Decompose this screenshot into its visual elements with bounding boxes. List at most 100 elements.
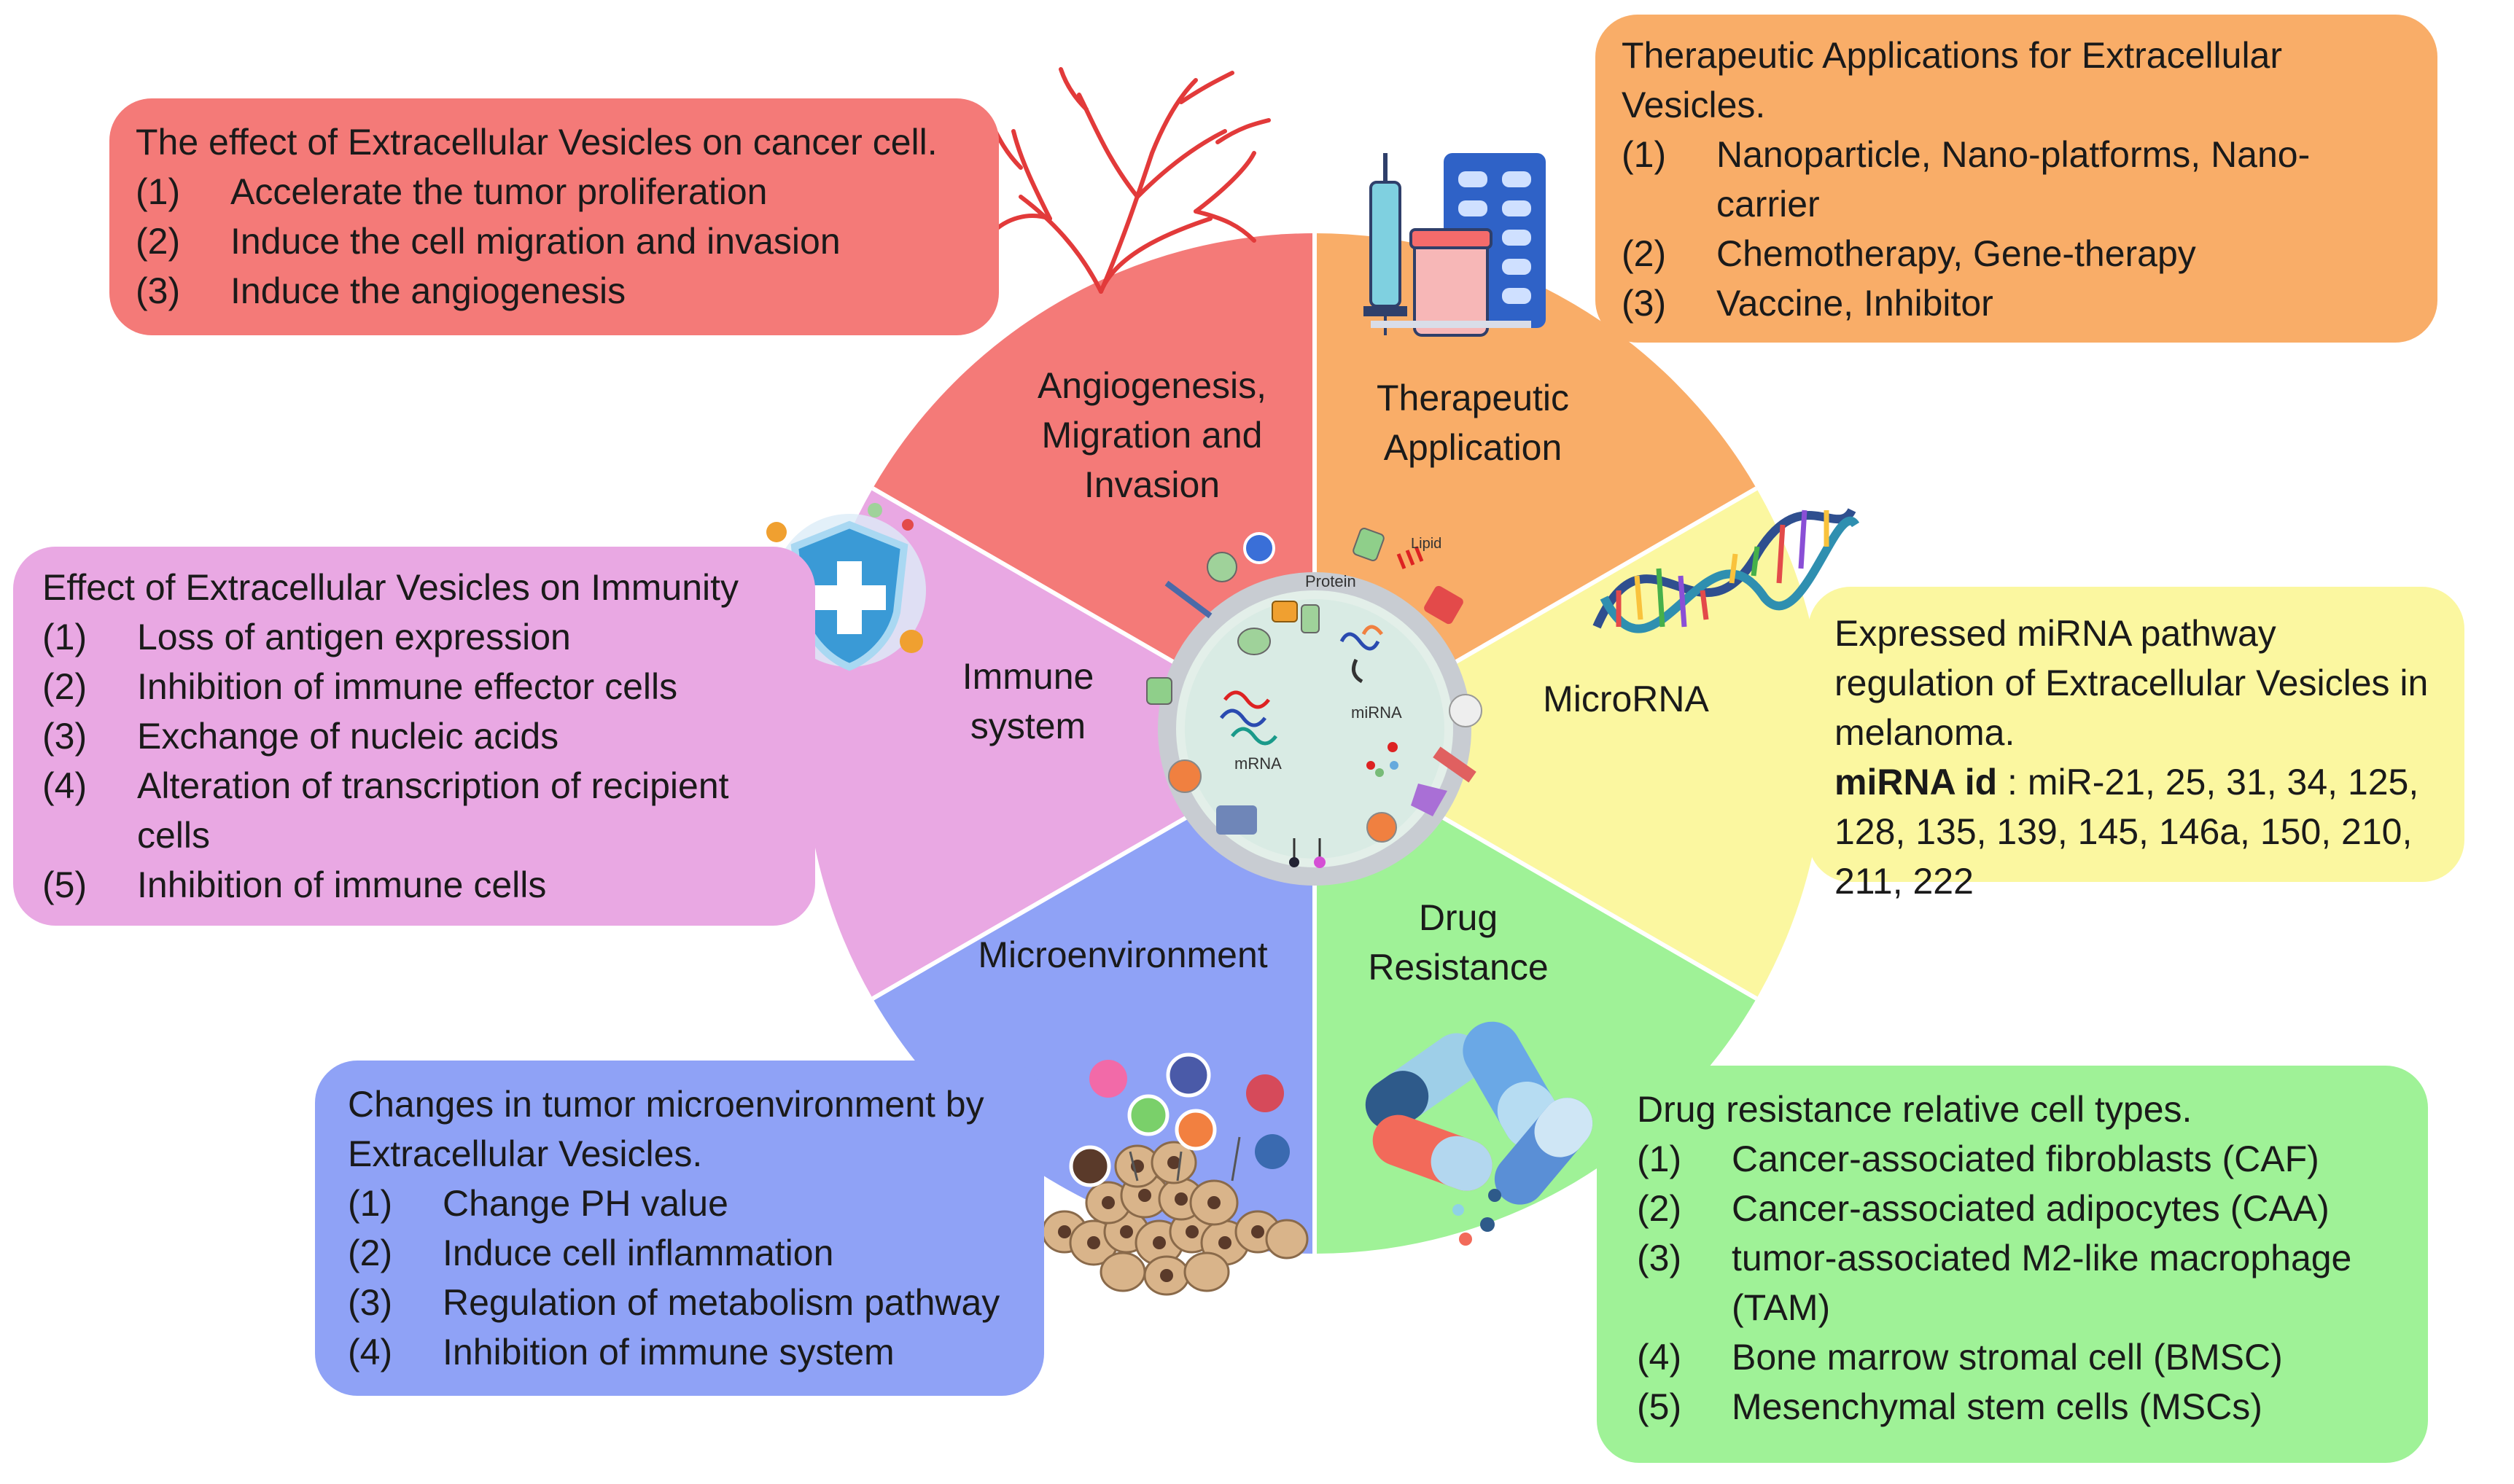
list-item: (1) Accelerate the tumor proliferation: [136, 167, 973, 216]
list-text: Accelerate the tumor proliferation: [230, 171, 768, 212]
list-text: tumor-associated M2-like macrophage (TAM…: [1732, 1238, 2352, 1328]
list-text: Cancer-associated fibroblasts (CAF): [1732, 1139, 2319, 1179]
mirna-id-label: miRNA id: [1834, 762, 1998, 802]
segment-label-microrna: MicroRNA: [1543, 679, 1709, 719]
list-number: (2): [136, 221, 181, 262]
list-text: Induce the cell migration and invasion: [230, 221, 841, 262]
list-item: (2) Chemotherapy, Gene-therapy: [1622, 229, 2411, 278]
microenvironment-list: (1) Change PH value (2) Induce cell inflam…: [348, 1179, 1018, 1377]
mirna-box: Expressed miRNA pathway regulation of Ex…: [1808, 587, 2464, 902]
list-item: (4) Alteration of transcription of recipi…: [42, 761, 789, 860]
list-item: (5) Mesenchymal stem cells (MSCs): [1637, 1382, 2402, 1432]
list-item: (1) Cancer-associated fibroblasts (CAF): [1637, 1134, 2402, 1184]
list-item: (2) Cancer-associated adipocytes (CAA): [1637, 1184, 2402, 1233]
cancer-effect-list: (1) Accelerate the tumor proliferation (2…: [136, 167, 973, 316]
list-item: (4) Inhibition of immune system: [348, 1327, 1018, 1377]
list-item: (4) Bone marrow stromal cell (BMSC): [1637, 1332, 2402, 1382]
list-number: (2): [1622, 233, 1667, 274]
segment-label-microenvironment: Microenvironment: [978, 934, 1268, 975]
segment-label-drug-resistance: Drug Resistance: [1368, 897, 1549, 988]
list-text: Inhibition of immune effector cells: [137, 666, 678, 707]
list-number: (3): [1622, 283, 1667, 324]
list-item: (1) Loss of antigen expression: [42, 612, 789, 662]
list-number: (3): [348, 1282, 393, 1323]
segment-label-therapeutic: Therapeutic Application: [1376, 378, 1570, 468]
list-text: Induce cell inflammation: [443, 1233, 834, 1273]
list-number: (4): [348, 1332, 393, 1372]
list-item: (2) Inhibition of immune effector cells: [42, 662, 789, 711]
immunity-box: Effect of Extracellular Vesicles on Immu…: [13, 547, 815, 926]
list-number: (2): [1637, 1188, 1682, 1229]
vesicle-protein-label: Protein: [1305, 572, 1356, 590]
list-number: (5): [1637, 1386, 1682, 1427]
list-item: (3) Exchange of nucleic acids: [42, 711, 789, 761]
list-text: Inhibition of immune system: [443, 1332, 895, 1372]
cancer-effect-box: The effect of Extracellular Vesicles on …: [109, 98, 999, 335]
mirna-title: Expressed miRNA pathway regulation of Ex…: [1834, 613, 2429, 753]
list-text: Cancer-associated adipocytes (CAA): [1732, 1188, 2330, 1229]
list-number: (1): [42, 617, 87, 657]
immunity-title: Effect of Extracellular Vesicles on Immu…: [42, 567, 739, 608]
list-number: (4): [42, 765, 87, 806]
vesicle-lipid-label: Lipid: [1411, 536, 1441, 552]
list-text: Bone marrow stromal cell (BMSC): [1732, 1337, 2283, 1378]
list-number: (2): [42, 666, 87, 707]
vesicle-mirna-label: miRNA: [1351, 703, 1402, 722]
list-item: (2) Induce the cell migration and invasio…: [136, 216, 973, 266]
medicine-icon: [1363, 153, 1546, 337]
list-item: (1) Change PH value: [348, 1179, 1018, 1228]
drug-resistance-box: Drug resistance relative cell types. (1)…: [1597, 1066, 2428, 1463]
segment-immune: [804, 488, 1315, 999]
microenvironment-box: Changes in tumor microenvironment by Ext…: [315, 1061, 1044, 1396]
list-number: (4): [1637, 1337, 1682, 1378]
list-text: Exchange of nucleic acids: [137, 716, 559, 757]
list-number: (1): [348, 1183, 393, 1224]
blood-vessel-icon: [989, 67, 1271, 294]
therapeutic-list: (1)Nanoparticle, Nano-platforms, Nano-ca…: [1622, 130, 2411, 328]
list-number: (2): [348, 1233, 393, 1273]
mirna-id-line: miRNA id : miR-21, 25, 31, 34, 125, 128,…: [1834, 757, 2438, 906]
list-number: (3): [1637, 1238, 1682, 1278]
list-number: (3): [42, 716, 87, 757]
dna-helix-icon: [1592, 507, 1860, 633]
drug-resistance-list: (1) Cancer-associated fibroblasts (CAF) (…: [1637, 1134, 2402, 1432]
vesicle-icon: [1146, 528, 1482, 886]
therapeutic-box: Therapeutic Applications for Extracellul…: [1595, 15, 2437, 343]
list-number: (1): [1622, 134, 1667, 175]
list-number: (1): [136, 171, 181, 212]
segment-microrna: [1315, 488, 1825, 999]
list-item: (3) Vaccine, Inhibitor: [1622, 278, 2411, 328]
list-item: (3) Regulation of metabolism pathway: [348, 1278, 1018, 1327]
list-text: Vaccine, Inhibitor: [1716, 283, 1993, 324]
therapeutic-title: Therapeutic Applications for Extracellul…: [1622, 35, 2283, 125]
list-text: Change PH value: [443, 1183, 728, 1224]
immunity-list: (1) Loss of antigen expression (2) Inhibit…: [42, 612, 789, 910]
list-text: Loss of antigen expression: [137, 617, 571, 657]
segment-therapeutic: [1315, 233, 1756, 743]
list-text: Alteration of transcription of recipient…: [137, 765, 729, 856]
list-number: (1): [1637, 1139, 1682, 1179]
segment-label-immune: Immune system: [962, 656, 1094, 746]
drug-resistance-title: Drug resistance relative cell types.: [1637, 1089, 2192, 1130]
segment-label-angiogenesis: Angiogenesis, Migration and Invasion: [1037, 365, 1267, 505]
list-text: Induce the angiogenesis: [230, 270, 626, 311]
list-item: (5) Inhibition of immune cells: [42, 860, 789, 910]
list-text: Inhibition of immune cells: [137, 864, 547, 905]
capsule-pills-icon: [1365, 1021, 1593, 1246]
list-text: Regulation of metabolism pathway: [443, 1282, 1000, 1323]
tumor-cells-icon: [1041, 1053, 1309, 1296]
list-item: (1)Nanoparticle, Nano-platforms, Nano-ca…: [1622, 130, 2411, 229]
mirna-id-list: : miR-21, 25, 31, 34, 125, 128, 135, 139…: [1834, 762, 2419, 902]
list-item: (2) Induce cell inflammation: [348, 1228, 1018, 1278]
list-item: (3) tumor-associated M2-like macrophage (…: [1637, 1233, 2402, 1332]
list-text: Mesenchymal stem cells (MSCs): [1732, 1386, 2262, 1427]
cancer-effect-title: The effect of Extracellular Vesicles on …: [136, 122, 938, 163]
list-text: Chemotherapy, Gene-therapy: [1716, 233, 2196, 274]
list-number: (3): [136, 270, 181, 311]
microenvironment-title: Changes in tumor microenvironment by Ext…: [348, 1084, 984, 1174]
list-item: (3) Induce the angiogenesis: [136, 266, 973, 316]
vesicle-mrna-label: mRNA: [1234, 754, 1282, 773]
segment-angiogenesis: [873, 233, 1315, 743]
list-number: (5): [42, 864, 87, 905]
